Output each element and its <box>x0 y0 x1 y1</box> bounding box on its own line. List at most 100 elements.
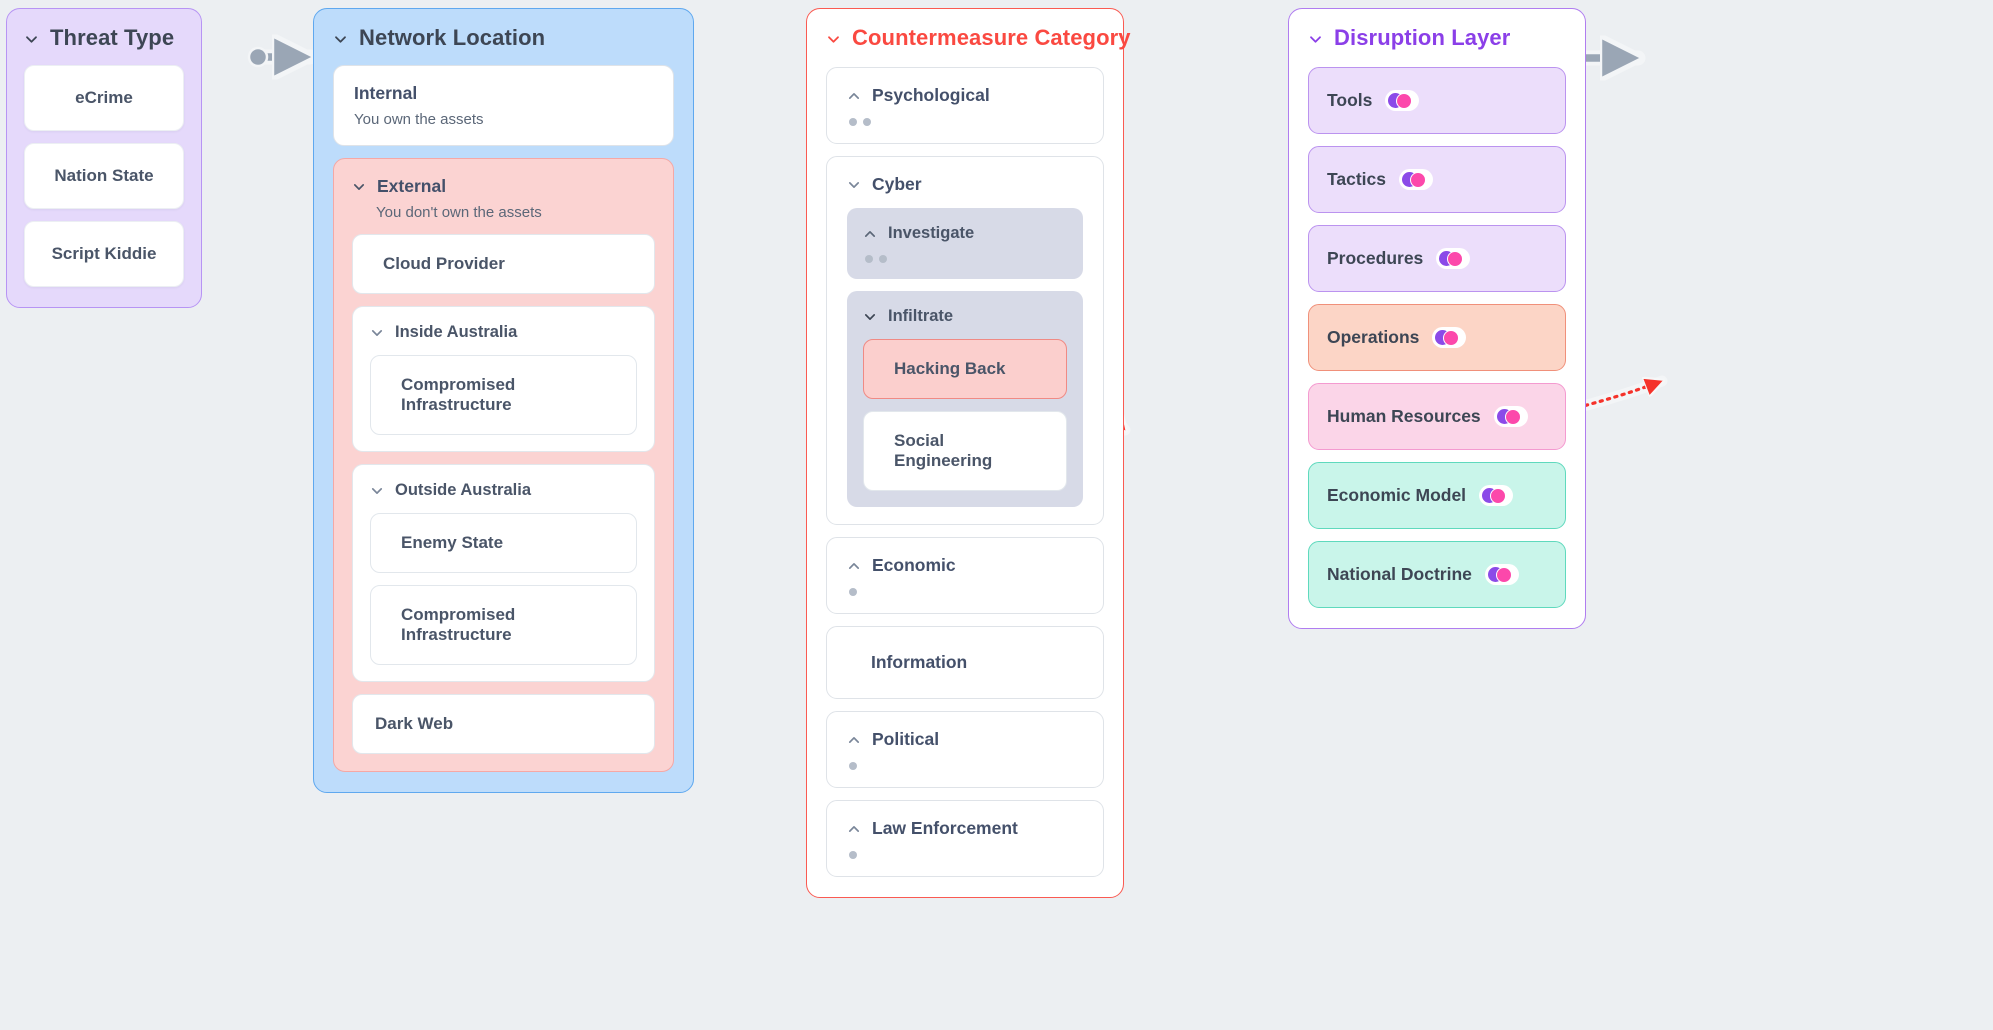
threat-type-header[interactable]: Threat Type <box>24 25 184 51</box>
node-internal-title: Internal <box>354 83 418 103</box>
node-psychological-header[interactable]: Psychological <box>847 85 1083 106</box>
node-law-enforcement-header[interactable]: Law Enforcement <box>847 818 1083 839</box>
chevron-up-icon[interactable] <box>847 733 862 748</box>
node-inside-australia[interactable]: Inside Australia Compromised Infrastruct… <box>352 306 655 452</box>
node-political-title: Political <box>872 729 940 749</box>
node-economic-header[interactable]: Economic <box>847 555 1083 576</box>
node-law-enforcement[interactable]: Law Enforcement <box>826 800 1104 877</box>
chevron-down-icon[interactable] <box>370 484 385 499</box>
node-cyber[interactable]: Cyber Investigate <box>826 156 1104 525</box>
threat-type-title: Threat Type <box>50 25 175 50</box>
list-item-dark-web[interactable]: Dark Web <box>352 694 655 754</box>
list-item-cloud-provider[interactable]: Cloud Provider <box>352 234 655 294</box>
chevron-up-icon[interactable] <box>847 822 862 837</box>
node-economic[interactable]: Economic <box>826 537 1104 614</box>
node-outside-australia[interactable]: Outside Australia Enemy State Compromise… <box>352 464 655 682</box>
list-item-label: Human Resources <box>1327 406 1481 426</box>
overlap-circles-badge-icon <box>1432 327 1467 348</box>
node-cyber-title: Cyber <box>872 174 922 194</box>
countermeasure-category-title: Countermeasure Category <box>852 25 1131 50</box>
network-location-title: Network Location <box>359 25 546 50</box>
list-item-human-resources[interactable]: Human Resources <box>1308 383 1566 450</box>
collapsed-children-dots <box>847 851 1083 859</box>
node-cyber-header[interactable]: Cyber <box>847 174 1083 195</box>
chevron-down-icon[interactable] <box>826 32 841 47</box>
list-item-social-engineering[interactable]: Social Engineering <box>863 411 1067 491</box>
node-psychological-title: Psychological <box>872 85 990 105</box>
collapsed-children-dots <box>847 118 1083 126</box>
node-investigate[interactable]: Investigate <box>847 208 1083 279</box>
list-item-economic-model[interactable]: Economic Model <box>1308 462 1566 529</box>
node-investigate-header[interactable]: Investigate <box>863 224 1067 243</box>
node-investigate-title: Investigate <box>888 224 975 242</box>
collapsed-children-dots <box>847 588 1083 596</box>
chevron-up-icon[interactable] <box>863 227 878 242</box>
overlap-circles-badge-icon <box>1493 406 1528 427</box>
list-item-national-doctrine[interactable]: National Doctrine <box>1308 541 1566 608</box>
node-psychological[interactable]: Psychological <box>826 67 1104 144</box>
collapsed-children-dots <box>863 255 1067 263</box>
list-item-label: Tools <box>1327 90 1373 110</box>
list-item[interactable]: Script Kiddie <box>24 221 184 287</box>
countermeasure-category-header[interactable]: Countermeasure Category <box>826 25 1131 51</box>
node-infiltrate-title: Infiltrate <box>888 307 954 325</box>
list-item[interactable]: eCrime <box>24 65 184 131</box>
overlap-circles-badge-icon <box>1484 564 1519 585</box>
chevron-down-icon[interactable] <box>333 32 348 47</box>
node-infiltrate[interactable]: Infiltrate Hacking Back Social Engineeri… <box>847 291 1083 507</box>
list-item-label: Tactics <box>1327 169 1387 189</box>
chevron-down-icon[interactable] <box>1308 32 1323 47</box>
node-inside-australia-header[interactable]: Inside Australia <box>370 323 637 342</box>
list-item[interactable]: Compromised Infrastructure <box>370 585 637 665</box>
chevron-up-icon[interactable] <box>847 89 862 104</box>
node-information[interactable]: Information <box>826 626 1104 699</box>
list-item-hacking-back[interactable]: Hacking Back <box>863 339 1067 399</box>
overlap-circles-badge-icon <box>1399 169 1434 190</box>
node-external-title: External <box>377 176 447 196</box>
list-item[interactable]: Nation State <box>24 143 184 209</box>
list-item-operations[interactable]: Operations <box>1308 304 1566 371</box>
disruption-layer-title: Disruption Layer <box>1334 25 1511 50</box>
collapsed-children-dots <box>847 762 1083 770</box>
chevron-down-icon[interactable] <box>847 178 862 193</box>
node-external-header[interactable]: External <box>352 176 655 197</box>
disruption-layer-header[interactable]: Disruption Layer <box>1308 25 1566 51</box>
chevron-down-icon[interactable] <box>370 326 385 341</box>
node-internal-subtitle: You own the assets <box>354 111 484 128</box>
column-disruption-layer[interactable]: Disruption Layer Tools Tactics Procedure… <box>1288 8 1586 629</box>
node-outside-australia-title: Outside Australia <box>395 481 532 499</box>
list-item-label: Economic Model <box>1327 485 1467 505</box>
column-countermeasure-category[interactable]: Countermeasure Category Psychological Cy… <box>806 8 1131 898</box>
chevron-down-icon[interactable] <box>863 310 878 325</box>
list-item-tools[interactable]: Tools <box>1308 67 1566 134</box>
external-children: Cloud Provider Inside Australia Compromi… <box>352 234 655 754</box>
column-threat-type[interactable]: Threat Type eCrime Nation State Script K… <box>6 8 202 308</box>
node-information-title: Information <box>871 652 968 672</box>
node-outside-australia-header[interactable]: Outside Australia <box>370 481 637 500</box>
overlap-circles-badge-icon <box>1436 248 1471 269</box>
list-item-tactics[interactable]: Tactics <box>1308 146 1566 213</box>
list-item-label: National Doctrine <box>1327 564 1472 584</box>
node-internal[interactable]: Internal You own the assets <box>333 65 674 146</box>
list-item[interactable]: Compromised Infrastructure <box>370 355 637 435</box>
node-political[interactable]: Political <box>826 711 1104 788</box>
chevron-down-icon[interactable] <box>24 32 39 47</box>
list-item-procedures[interactable]: Procedures <box>1308 225 1566 292</box>
chevron-down-icon[interactable] <box>352 180 367 195</box>
cyber-children: Investigate Infiltrate Hacking Back Soci <box>847 208 1083 507</box>
list-item[interactable]: Enemy State <box>370 513 637 573</box>
overlap-circles-badge-icon <box>1479 485 1514 506</box>
chevron-up-icon[interactable] <box>847 559 862 574</box>
list-item-label: Operations <box>1327 327 1420 347</box>
network-location-header[interactable]: Network Location <box>333 25 674 51</box>
node-inside-australia-title: Inside Australia <box>395 323 518 341</box>
overlap-circles-badge-icon <box>1385 90 1420 111</box>
node-external[interactable]: External You don't own the assets Cloud … <box>333 158 674 772</box>
node-infiltrate-header[interactable]: Infiltrate <box>863 307 1067 326</box>
node-political-header[interactable]: Political <box>847 729 1083 750</box>
column-network-location[interactable]: Network Location Internal You own the as… <box>313 8 694 793</box>
node-law-enforcement-title: Law Enforcement <box>872 818 1018 838</box>
node-external-subtitle: You don't own the assets <box>376 204 542 221</box>
edge-threat-to-network <box>247 48 318 66</box>
